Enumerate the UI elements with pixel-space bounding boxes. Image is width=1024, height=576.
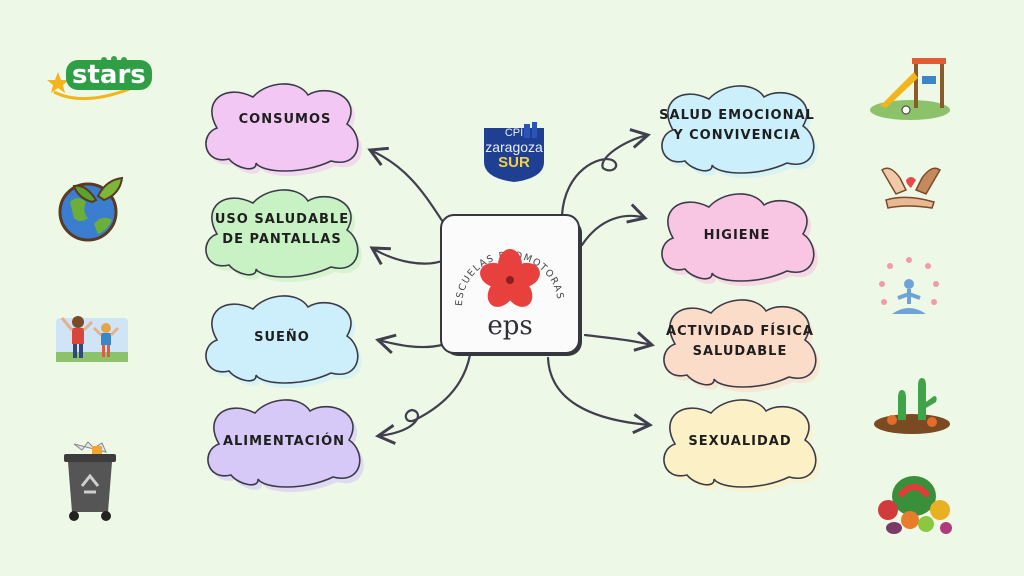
topic-uso-saludable-pantallas[interactable]: USO SALUDABLE DE PANTALLAS [214, 212, 350, 247]
garden-plants-icon [872, 368, 952, 438]
eps-wordmark: eps [487, 311, 532, 341]
arrow-salud-emocional [560, 128, 651, 217]
cloud-left-3 [207, 399, 361, 488]
topic-consumos[interactable]: CONSUMOS [238, 112, 332, 127]
topic-sueno[interactable]: SUEÑO [254, 330, 310, 345]
cloud-right-1 [661, 193, 815, 282]
caring-hands-icon [876, 160, 946, 212]
cloud-left-0 [205, 83, 359, 172]
topic-sexualidad[interactable]: SEXUALIDAD [688, 434, 792, 449]
arrow-sexualidad [546, 356, 654, 435]
cloud-right-3 [663, 399, 817, 488]
earth-plant-icon [58, 172, 126, 244]
cloud-left-1 [205, 189, 359, 278]
eps-center-card: ESCUELAS PROMOTORAS DE SALUD eps [440, 214, 584, 358]
topic-salud-emocional-convivencia[interactable]: SALUD EMOCIONAL Y CONVIVENCIA [659, 108, 815, 143]
cpi-zaragoza-sur-badge: CPI zaragoza SUR [478, 122, 550, 184]
topic-higiene[interactable]: HIGIENE [703, 228, 771, 243]
badge-shield-icon [484, 122, 544, 182]
flower-logo-icon [480, 249, 540, 307]
cloud-right-2 [663, 299, 817, 388]
recycling-bin-icon [60, 440, 120, 522]
playground-icon [866, 48, 952, 122]
stars-logo-icon: stars [44, 52, 152, 114]
cloud-left-2 [205, 295, 359, 384]
fruits-icon [870, 470, 958, 538]
badge-zaragoza: zaragoza [485, 139, 543, 155]
topic-alimentacion[interactable]: ALIMENTACIÓN [222, 434, 346, 449]
badge-sur: SUR [498, 154, 530, 171]
meditation-icon [874, 254, 944, 324]
arrow-actividad [583, 331, 655, 352]
arrow-sueno [375, 333, 444, 354]
eps-logo: ESCUELAS PROMOTORAS DE SALUD eps [440, 214, 565, 341]
arrow-alimentacion [374, 353, 472, 445]
topic-actividad-fisica-saludable[interactable]: ACTIVIDAD FÍSICA SALUDABLE [666, 324, 814, 359]
children-exercising-icon [56, 308, 128, 364]
stars-text: stars [66, 60, 152, 90]
badge-cpi: CPI [504, 127, 524, 139]
arrow-higiene [580, 203, 648, 247]
cloud-right-0 [661, 85, 815, 174]
arrow-pantallas [369, 246, 447, 266]
